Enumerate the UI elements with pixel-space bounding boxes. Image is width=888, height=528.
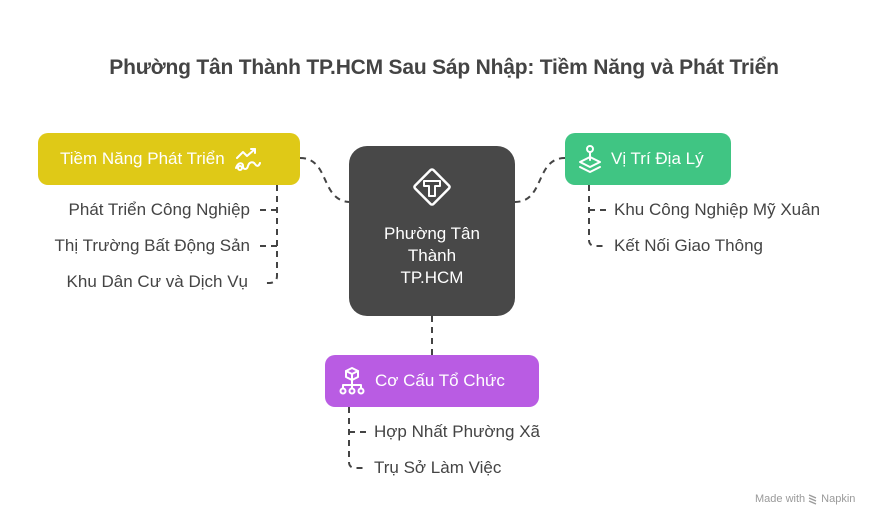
napkin-logo-icon: [808, 493, 818, 505]
branch-node-potential[interactable]: Tiềm Năng Phát Triển: [38, 133, 300, 185]
center-node[interactable]: Phường Tân Thành TP.HCM: [349, 146, 515, 316]
growth-chart-icon: [233, 144, 263, 174]
branch-node-location[interactable]: Vị Trí Địa Lý: [565, 133, 731, 185]
center-label-line-1: Phường Tân: [384, 224, 480, 243]
road-sign-t-icon: [409, 164, 455, 215]
sub-item: Thị Trường Bất Động Sản: [54, 236, 250, 255]
sub-item: Hợp Nhất Phường Xã: [374, 422, 540, 441]
branch-node-structure[interactable]: Cơ Cấu Tổ Chức: [325, 355, 539, 407]
brand-text: Napkin: [821, 493, 856, 505]
sub-item: Trụ Sở Làm Việc: [374, 458, 502, 477]
sub-item: Khu Công Nghiệp Mỹ Xuân: [614, 200, 821, 219]
center-label-line-2: Thành: [407, 246, 457, 265]
branch-label: Tiềm Năng Phát Triển: [60, 149, 225, 168]
diagram-title: Phường Tân Thành TP.HCM Sau Sáp Nhập: Ti…: [109, 56, 779, 79]
center-label-line-3: TP.HCM: [400, 268, 464, 287]
sub-item: Phát Triển Công Nghiệp: [68, 200, 250, 219]
branch-label: Cơ Cấu Tổ Chức: [375, 371, 505, 390]
made-with-text: Made with: [755, 493, 806, 505]
watermark: Made with Napkin: [755, 493, 855, 505]
map-pin-layers-icon: [577, 144, 603, 174]
sub-item: Kết Nối Giao Thông: [614, 236, 763, 255]
org-structure-icon: [339, 366, 365, 396]
branch-label: Vị Trí Địa Lý: [611, 149, 704, 168]
sub-item: Khu Dân Cư và Dịch Vụ: [66, 272, 248, 291]
